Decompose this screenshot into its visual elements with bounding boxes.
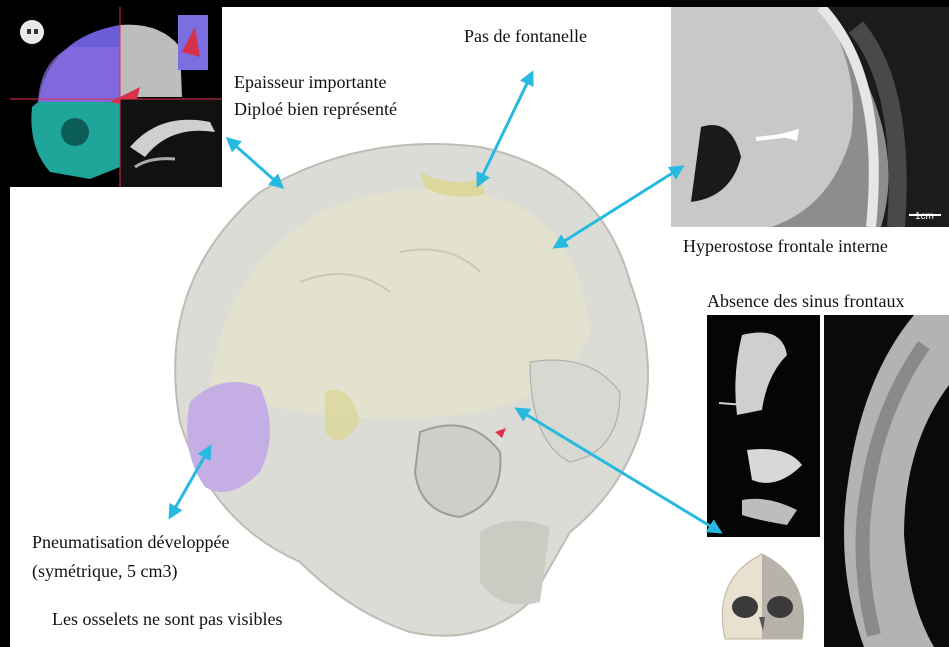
figure-sheet: 1cm: [10, 7, 949, 647]
arrow-fontanelle: [478, 73, 532, 185]
label-thickness-line1: Epaisseur importante: [234, 70, 386, 95]
label-sinus: Absence des sinus frontaux: [707, 289, 904, 314]
label-pneumatisation-line1: Pneumatisation développée: [32, 530, 229, 555]
label-fontanelle: Pas de fontanelle: [464, 24, 587, 49]
arrow-thickness: [228, 139, 282, 187]
label-thickness-line2: Diploé bien représenté: [234, 97, 397, 122]
label-pneumatisation-line2: (symétrique, 5 cm3): [32, 559, 177, 584]
arrow-sinus: [517, 409, 720, 532]
arrow-hyperostosis: [555, 167, 682, 247]
arrow-pneumatisation: [170, 447, 210, 517]
label-hyperostosis: Hyperostose frontale interne: [683, 234, 888, 259]
label-ossicles: Les osselets ne sont pas visibles: [52, 607, 282, 632]
